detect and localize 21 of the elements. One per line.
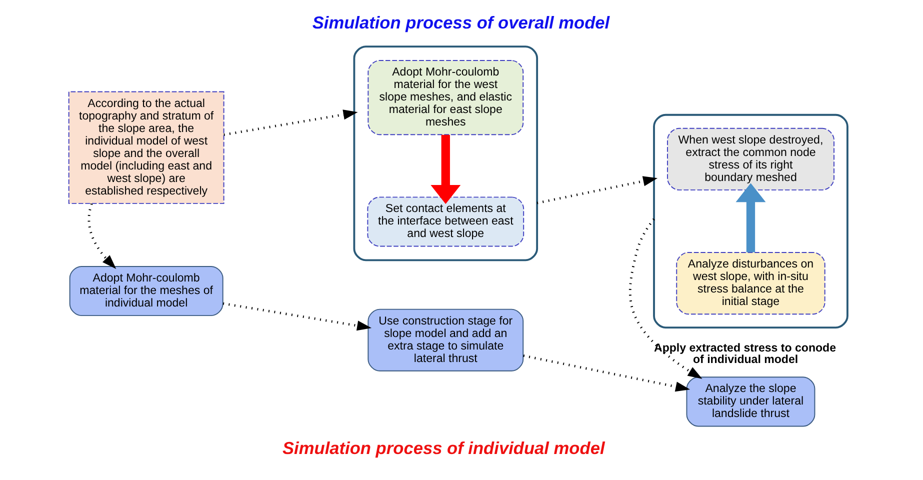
node-box: Adopt Mohr-coulomb material for the meshes of individual model [68,266,223,316]
arrow [223,110,358,136]
arrow [735,183,766,252]
node-box: Set contact elements at the interface between east and west slope [366,196,524,247]
node-box: Adopt Mohr-coulomb material for the west slope meshes, and elastic material for east slope meshes [367,60,524,136]
arrow [522,354,690,392]
cluster [652,114,848,329]
node-box: When west slope destroyed, extract the common node stress of its right boundary meshed [666,128,834,190]
node-box: Use construction stage for slope model and add an extra stage to simulate lateral thrust [367,308,524,372]
node-box: Analyze disturbances on west slope, with in-situ stress balance at the initial stage [676,252,825,315]
arrow [628,218,702,379]
diagram-title: Simulation process of overall model [312,12,610,33]
node-box: Analyze the slope stability under lateral landslide thrust [686,376,815,427]
arrow [536,176,658,204]
edge-label: Apply extracted stress to conode of individual model [654,342,836,366]
caption: Simulation process of individual model [282,438,604,458]
arrow [222,302,372,331]
arrow [87,203,116,269]
cluster [352,46,538,262]
node-box: According to the actual topography and stratum of the slope area, the individual model of west slope and the overall model (including east and west slope) are established respectively [68,91,224,204]
arrow [430,134,460,204]
